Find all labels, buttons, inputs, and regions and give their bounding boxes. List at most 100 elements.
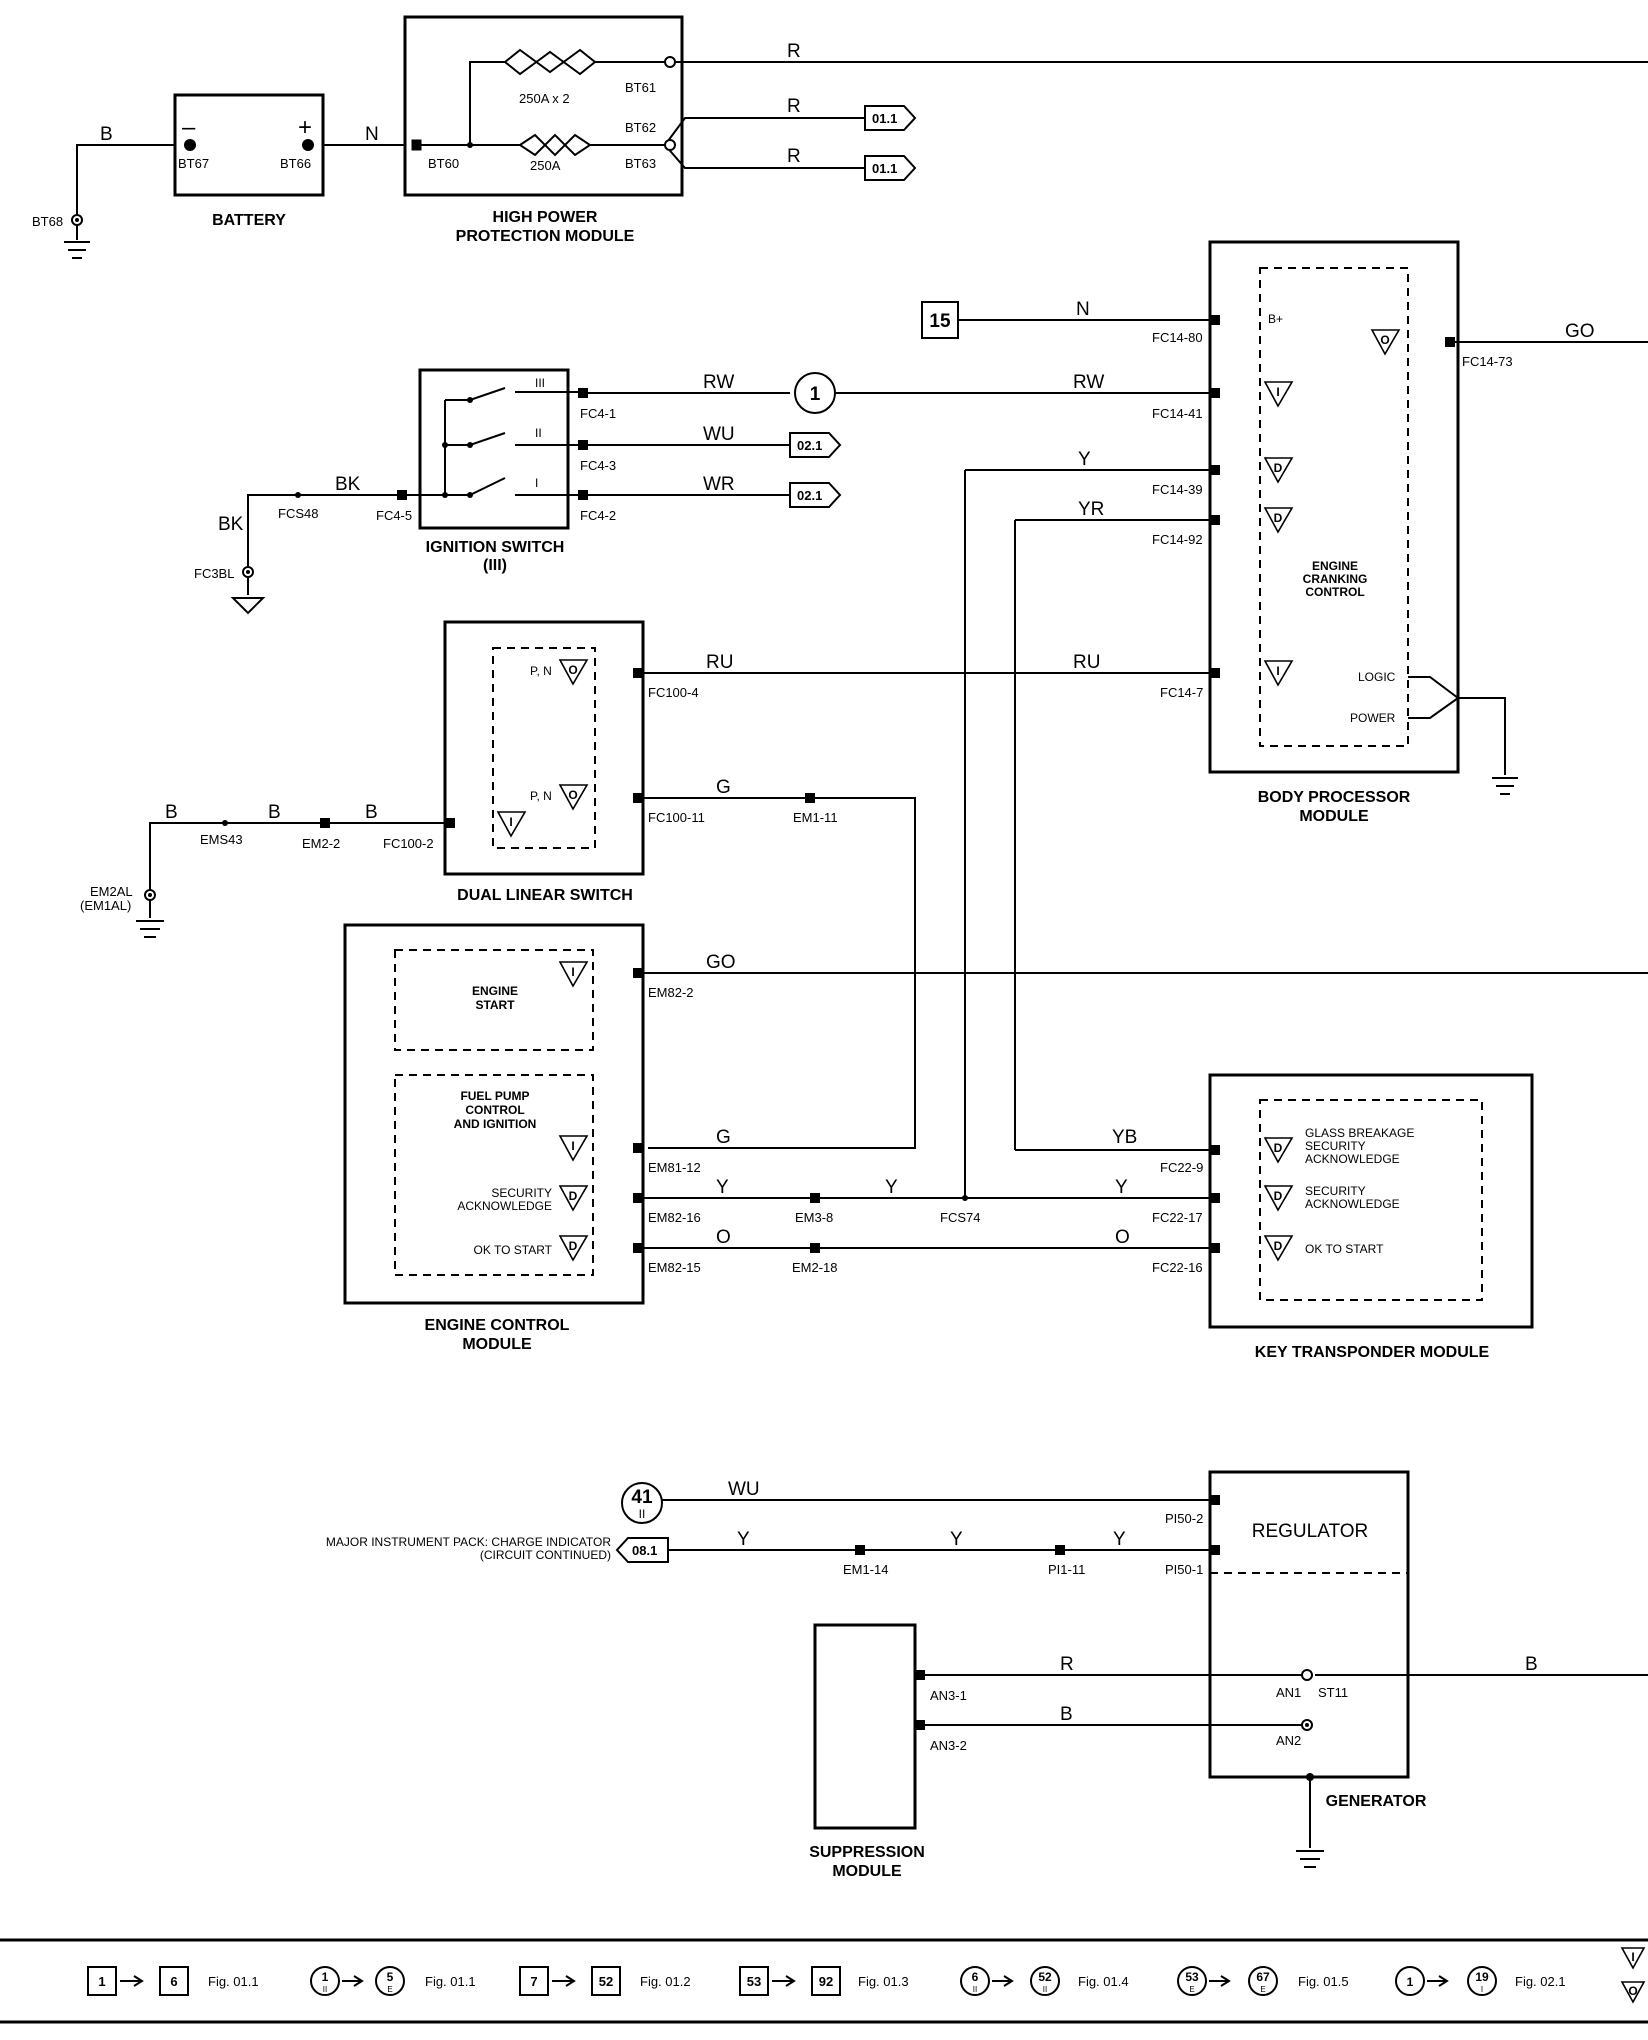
data-triangle-icon: D: [558, 1185, 589, 1212]
data-triangle-icon: D: [1263, 1137, 1294, 1164]
wire-ru: RU: [706, 652, 733, 673]
battery-terminal-positive: [302, 139, 314, 151]
pin-fc22-16: FC22-16: [1152, 1260, 1203, 1275]
pin-fc4-5: FC4-5: [376, 508, 412, 523]
dls-box: [443, 620, 645, 876]
input-triangle-icon: I: [1263, 660, 1294, 687]
svg-text:53: 53: [1185, 1970, 1199, 1984]
wire-y: Y: [1113, 1529, 1126, 1550]
ktm-sec-line1: SECURITY: [1305, 1184, 1366, 1198]
svg-text:Fig. 02.1: Fig. 02.1: [1515, 1974, 1566, 1989]
ktm-label: KEY TRANSPONDER MODULE: [1255, 1344, 1490, 1361]
fuel-pump-line2: CONTROL: [465, 1103, 524, 1117]
fuse-label: 250A: [530, 158, 561, 173]
pin-fc14-80: FC14-80: [1152, 330, 1203, 345]
bpm-label-line1: BODY PROCESSOR: [1258, 789, 1411, 806]
pin-bt68: BT68: [32, 214, 63, 229]
ktm-sec-line2: ACKNOWLEDGE: [1305, 1197, 1400, 1211]
pn-label: P, N: [530, 664, 552, 678]
suppression-box: [813, 1623, 917, 1830]
fuse-label: 250A x 2: [519, 91, 570, 106]
pin-em2-18: EM2-18: [792, 1260, 838, 1275]
svg-text:01.1: 01.1: [872, 161, 897, 176]
svg-text:Fig. 01.1: Fig. 01.1: [208, 1974, 259, 1989]
svg-text:I: I: [1481, 1985, 1483, 1994]
wire-ru: RU: [1073, 652, 1100, 673]
svg-text:II: II: [1043, 1985, 1047, 1994]
ktm-box: [1208, 1073, 1534, 1329]
bplus-label: B+: [1268, 312, 1283, 326]
svg-text:I: I: [1276, 385, 1279, 399]
legend-circle-range: 6 II 52 II Fig. 01.4: [960, 1966, 1129, 1996]
svg-text:6: 6: [972, 1970, 979, 1984]
bpm-label-line2: MODULE: [1299, 808, 1369, 825]
svg-text:19: 19: [1475, 1970, 1489, 1984]
svg-text:I: I: [509, 815, 512, 829]
bpm-section: 15 N FC14-80 B+ FC14-41 Y FC14-39 YR FC1…: [921, 240, 1648, 1198]
pin-em2al: EM2AL: [90, 884, 133, 899]
wire-y: Y: [885, 1177, 898, 1198]
svg-text:67: 67: [1256, 1970, 1270, 1984]
svg-text:41: 41: [631, 1487, 653, 1508]
wire-bk: BK: [218, 514, 244, 535]
svg-text:E: E: [1189, 1985, 1194, 1994]
legend-footer: 1 6 Fig. 01.1 1 II 5 E Fig. 01.1 7 52 Fi…: [0, 1938, 1648, 2024]
wire-o: O: [1115, 1227, 1130, 1248]
input-triangle-icon: I: [496, 811, 527, 838]
generator-box: [1208, 1470, 1410, 1779]
minus-sign: –: [182, 114, 196, 141]
engine-start-line1: ENGINE: [472, 984, 518, 998]
logic-label: LOGIC: [1358, 670, 1396, 684]
wire-go: GO: [706, 952, 736, 973]
wire-n: N: [365, 124, 379, 145]
note-line1: MAJOR INSTRUMENT PACK: CHARGE INDICATOR: [326, 1535, 611, 1549]
pin-ems43: EMS43: [200, 832, 243, 847]
output-triangle-icon: O: [558, 659, 589, 686]
pin-em1-11: EM1-11: [793, 810, 838, 825]
ref-arrow-01-1: 01.1: [864, 105, 917, 131]
legend-box-range: 7 52 Fig. 01.2: [519, 1966, 691, 1996]
svg-text:D: D: [569, 1239, 578, 1253]
ref-arrow-08-1: 08.1: [615, 1537, 669, 1563]
svg-text:I: I: [1631, 1950, 1634, 1964]
fuel-pump-line3: AND IGNITION: [454, 1117, 537, 1131]
sec-ack-line1: SECURITY: [491, 1186, 552, 1200]
wire-wr: WR: [703, 474, 735, 495]
svg-text:01.1: 01.1: [872, 111, 897, 126]
pin-fc22-17: FC22-17: [1152, 1210, 1203, 1225]
ktm-ok-label: OK TO START: [1305, 1242, 1384, 1256]
pin-an1: AN1: [1276, 1685, 1301, 1700]
wire-go: GO: [1565, 321, 1595, 342]
svg-text:7: 7: [530, 1974, 537, 1989]
svg-text:II: II: [323, 1985, 327, 1994]
wire-y: Y: [1115, 1177, 1128, 1198]
wire-n: N: [1076, 299, 1090, 320]
ecc-label-line2: CRANKING: [1303, 572, 1368, 586]
svg-text:O: O: [1628, 1984, 1637, 1998]
ktm-section: YB FC22-9 FC22-17 FC22-16 D D D GLASS BR…: [1015, 1073, 1534, 1361]
ecc-label-line3: CONTROL: [1305, 585, 1364, 599]
position-label: II: [535, 426, 542, 440]
hppm-label-line2: PROTECTION MODULE: [456, 228, 635, 245]
wire-y: Y: [716, 1177, 729, 1198]
output-triangle-icon: O: [1370, 329, 1401, 356]
pin-fc14-73: FC14-73: [1462, 354, 1513, 369]
data-triangle-icon: D: [1263, 457, 1294, 484]
ground-symbol: [230, 566, 266, 615]
ignition-switch-box: [418, 368, 570, 530]
wire-r: R: [1060, 1654, 1074, 1675]
pin-bt67: BT67: [178, 156, 209, 171]
ref-arrow-02-1: 02.1: [789, 482, 842, 508]
plus-sign: +: [298, 114, 312, 141]
svg-text:5: 5: [387, 1970, 394, 1984]
wire-b: B: [1525, 1654, 1538, 1675]
wire-y: Y: [1078, 449, 1091, 470]
pin-em1al: (EM1AL): [80, 898, 131, 913]
pin-pi50-1: PI50-1: [1165, 1562, 1203, 1577]
battery-box: [173, 93, 325, 197]
wire-rw: RW: [703, 372, 734, 393]
pin-fc4-1: FC4-1: [580, 406, 616, 421]
svg-text:1: 1: [810, 384, 821, 405]
position-label: III: [535, 376, 545, 390]
pin-fc14-7: FC14-7: [1160, 685, 1203, 700]
